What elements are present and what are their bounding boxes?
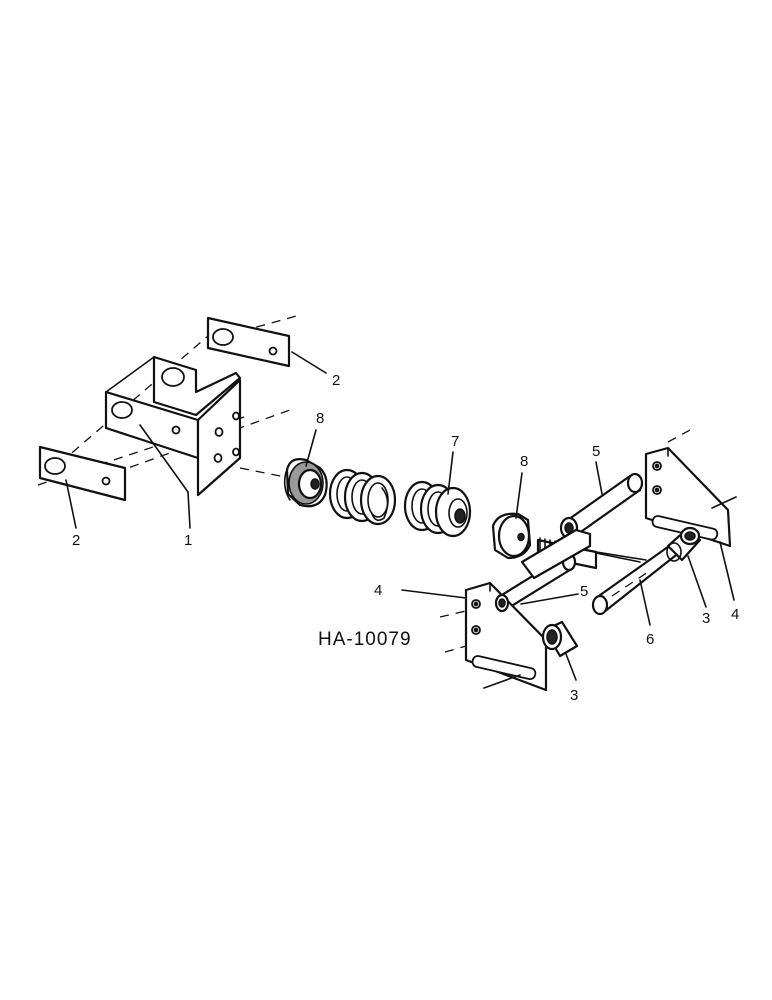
callout-5-lower: 5	[580, 583, 588, 600]
leader-lines	[65, 351, 735, 681]
callout-4-right: 4	[731, 606, 739, 623]
callout-2-rear: 2	[332, 372, 340, 389]
bushing-3-right	[666, 526, 702, 562]
drawing-number: HA-10079	[318, 629, 412, 650]
rod-5-upper	[559, 472, 644, 540]
callout-8-left: 8	[316, 410, 324, 427]
callout-5-upper: 5	[592, 443, 600, 460]
callout-4-left: 4	[374, 582, 382, 599]
side-plate-4-left	[464, 581, 548, 692]
spring-seat-8-left	[283, 458, 328, 508]
coil-spring-7	[328, 468, 472, 538]
plate-2-front	[38, 445, 127, 502]
callout-1: 1	[184, 532, 192, 549]
spring-seat-8-right	[491, 512, 532, 560]
side-plate-4-right	[644, 446, 737, 548]
plate-2-rear	[206, 316, 291, 368]
bushing-3-left	[541, 620, 579, 658]
callout-2-front: 2	[72, 532, 80, 549]
callout-8-right: 8	[520, 453, 528, 470]
callout-3-left: 3	[570, 687, 578, 704]
u-bracket-1	[104, 355, 242, 497]
callouts: 2 2 1 8 7 8 5 4 5 3 6 3 4	[72, 372, 739, 704]
callout-7: 7	[451, 433, 459, 450]
callout-3-right: 3	[702, 610, 710, 627]
callout-6: 6	[646, 631, 654, 648]
